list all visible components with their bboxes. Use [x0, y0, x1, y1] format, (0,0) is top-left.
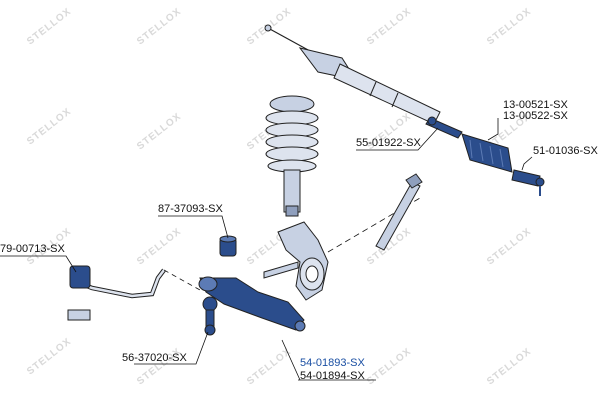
watermark-text: STELLOX	[25, 336, 74, 377]
watermark-text: STELLOX	[25, 6, 74, 47]
tie-rod-boot-icon	[461, 133, 513, 173]
label-inner-tie-rod: 55-01922-SX	[356, 137, 421, 149]
steering-rack-icon	[264, 24, 441, 125]
strut-coil-spring-icon	[265, 95, 319, 217]
label-stabilizer-bushing: 79-00713-SX	[0, 243, 65, 255]
control-arm-icon	[198, 276, 306, 332]
steering-knuckle-icon	[263, 221, 329, 301]
leader-lines	[0, 118, 533, 381]
stabilizer-bushing-icon	[67, 265, 91, 321]
watermark-text: STELLOX	[135, 6, 184, 47]
label-stabilizer-link: 56-37020-SX	[122, 352, 187, 364]
watermark-text: STELLOX	[485, 226, 534, 267]
stabilizer-bar-icon	[71, 268, 201, 299]
watermark-text: STELLOX	[485, 346, 534, 387]
label-control-arm-b: 54-01894-SX	[300, 370, 365, 382]
driveshaft-icon	[327, 173, 423, 253]
watermark-text: STELLOX	[25, 106, 74, 147]
outer-tie-rod-end-icon	[511, 169, 545, 196]
watermark-text: STELLOX	[365, 346, 414, 387]
watermark-text: STELLOX	[135, 111, 184, 152]
stabilizer-link-icon	[202, 296, 218, 336]
watermark-text: STELLOX	[245, 346, 294, 387]
label-tie-rod-end-a: 13-00521-SX	[503, 99, 568, 111]
control-arm-bushing-icon	[219, 235, 237, 257]
watermark-text: STELLOX	[365, 6, 414, 47]
label-control-arm-bushing: 87-37093-SX	[158, 203, 223, 215]
label-control-arm-a: 54-01893-SX	[300, 357, 365, 369]
label-outer-tie-rod-end: 51-01036-SX	[533, 145, 598, 157]
label-tie-rod-end-b: 13-00522-SX	[503, 110, 568, 122]
part-labels: 13-00521-SX 13-00522-SX 55-01922-SX 51-0…	[0, 99, 598, 382]
watermark-text: STELLOX	[135, 226, 184, 267]
inner-tie-rod-icon	[425, 116, 463, 139]
watermark-text: STELLOX	[485, 6, 534, 47]
watermark-layer: STELLOX STELLOX STELLOX STELLOX STELLOX …	[25, 6, 534, 387]
